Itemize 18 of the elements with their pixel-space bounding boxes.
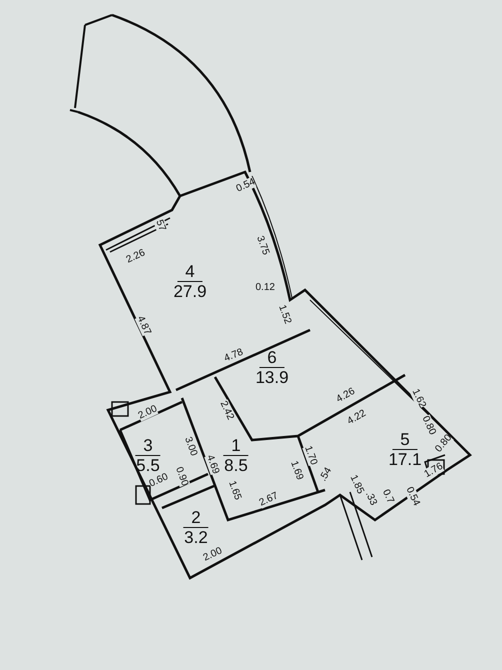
- room-area: 13.9: [255, 368, 289, 388]
- dimension-label: 2.26: [124, 246, 146, 266]
- dimension-label: 2.00: [136, 402, 158, 422]
- room-area: 8.5: [224, 456, 248, 476]
- dimension-label: 2.00: [201, 544, 224, 564]
- room-number: 5: [392, 430, 418, 450]
- dimension-label: 4.69: [204, 452, 221, 476]
- dimension-label: 2.67: [257, 490, 280, 508]
- room-number: 4: [177, 262, 203, 282]
- dimension-label: 0.12: [256, 282, 275, 292]
- room-area: 27.9: [173, 282, 207, 302]
- room-number: 2: [183, 508, 209, 528]
- room-number: 1: [223, 436, 249, 456]
- room-number: 3: [135, 436, 161, 456]
- dimension-label: 1.62: [409, 386, 428, 410]
- room-number: 6: [259, 348, 285, 368]
- dimension-label: 0.60: [147, 470, 170, 490]
- room-area: 17.1: [388, 450, 422, 470]
